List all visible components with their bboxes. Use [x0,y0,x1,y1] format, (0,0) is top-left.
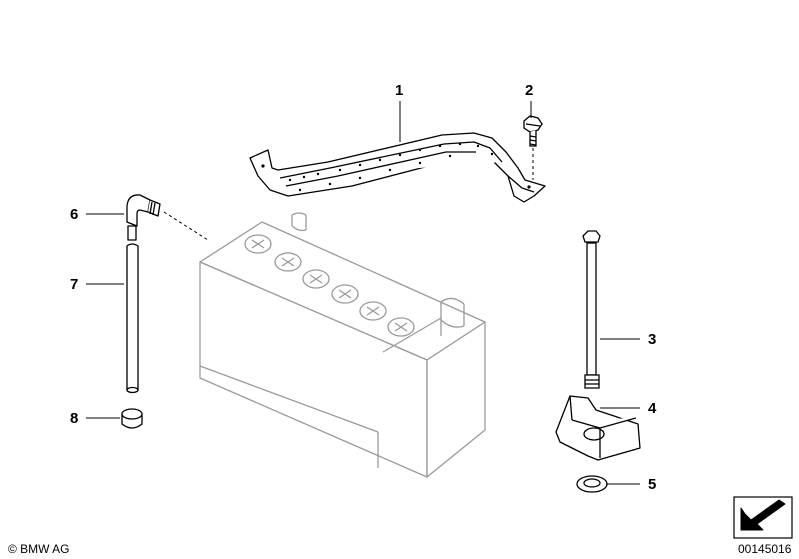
vent-elbow [126,194,161,241]
bracket-holes [261,142,531,192]
callout-5[interactable]: 5 [648,476,657,493]
callout-8[interactable]: 8 [70,410,79,427]
threaded-rod [582,230,601,389]
callout-7[interactable]: 7 [70,276,79,293]
vent-hose [126,243,139,394]
arrow-down-left-icon[interactable] [733,496,793,539]
callout-1[interactable]: 1 [395,82,404,99]
leader-lines [86,101,640,485]
copyright-label: © BMW AG [8,542,70,556]
callout-3[interactable]: 3 [648,331,657,348]
clamp-foot [555,395,641,461]
diagram-number: 00145016 [738,542,792,556]
bracket-bolt [523,115,543,147]
washer [576,475,608,493]
battery [199,212,486,478]
callout-2[interactable]: 2 [525,82,534,99]
battery-filler-caps [244,234,415,337]
vent-mounting-line [163,211,209,241]
callout-4[interactable]: 4 [648,400,657,417]
battery-hold-down-bracket [249,132,546,203]
callout-6[interactable]: 6 [70,206,79,223]
grommet [121,408,143,429]
